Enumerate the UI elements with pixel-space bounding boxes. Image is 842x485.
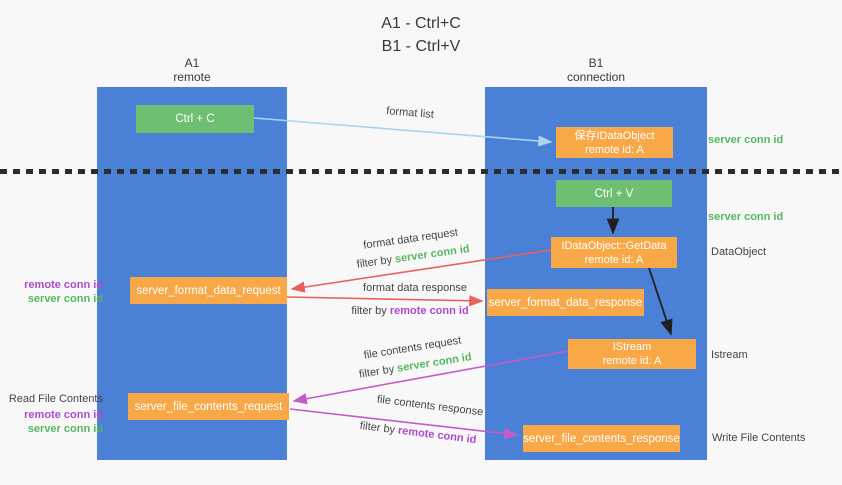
istream-annotation: Istream	[711, 349, 748, 361]
server-file-contents-request-label: server_file_contents_request	[134, 400, 283, 413]
title-line-2: B1 - Ctrl+V	[381, 38, 461, 55]
file-contents-response-filter: filter by remote conn id	[348, 419, 489, 449]
phase-separator-dotted-line	[0, 169, 842, 174]
diagram-title: A1 - Ctrl+C B1 - Ctrl+V	[0, 12, 842, 58]
server-format-data-response-node: server_format_data_response	[487, 289, 644, 316]
write-file-contents-annotation: Write File Contents	[712, 432, 806, 444]
ctrl-c-node: Ctrl + C	[136, 105, 254, 133]
remote-conn-id-key: remote conn id	[389, 305, 469, 317]
getdata-line2: remote id: A	[584, 253, 644, 266]
read-file-contents-annotation: Read File Contents	[8, 393, 103, 405]
column-header-b1: B1 connection	[485, 56, 707, 84]
format-data-response-label: format data response	[363, 282, 467, 294]
dataobject-annotation: DataObject	[711, 246, 767, 258]
format-list-label: format list	[385, 105, 435, 121]
column-b1-subtitle: connection	[566, 70, 626, 84]
save-idataobject-line2: remote id: A	[585, 143, 644, 156]
filter-by-text: filter by	[351, 305, 390, 317]
getdata-line1: IDataObject::GetData	[561, 239, 667, 252]
server-conn-id-annotation-top: server conn id	[708, 134, 784, 146]
server-conn-id-annotation-1: server conn id	[27, 293, 103, 305]
remote-conn-id-annotation-2: remote conn id	[24, 409, 103, 421]
idataobject-getdata-node: IDataObject::GetData remote id: A	[551, 237, 677, 268]
istream-node: IStream remote id: A	[568, 339, 696, 369]
ctrl-v-label: Ctrl + V	[594, 187, 634, 200]
format-data-response-filter: filter by remote conn id	[335, 305, 485, 318]
column-a1-subtitle: remote	[173, 70, 211, 84]
remote-conn-id-annotation-1: remote conn id	[24, 279, 103, 291]
column-header-a1: A1 remote	[97, 56, 287, 84]
server-conn-id-annotation-2: server conn id	[27, 423, 103, 435]
istream-line2: remote id: A	[602, 355, 662, 367]
arrow-format-data-response	[286, 295, 484, 307]
filter-by-text: filter by	[358, 362, 399, 381]
remote-conn-id-key: remote conn id	[397, 424, 478, 447]
server-format-data-request-label: server_format_data_request	[136, 284, 281, 297]
save-idataobject-node: 保存IDataObject remote id: A	[556, 127, 673, 158]
save-idataobject-line1: 保存IDataObject	[574, 129, 655, 142]
filter-by-text: filter by	[356, 253, 396, 271]
ctrl-c-label: Ctrl + C	[175, 113, 215, 125]
server-format-data-response-label: server_format_data_response	[488, 296, 643, 309]
server-conn-id-annotation-mid: server conn id	[708, 211, 784, 223]
format-data-request-label: format data request filter by server con…	[332, 222, 493, 275]
title-line-1: A1 - Ctrl+C	[381, 15, 461, 32]
server-file-contents-request-node: server_file_contents_request	[128, 393, 289, 420]
server-format-data-request-node: server_format_data_request	[130, 277, 287, 304]
column-b1-name: B1	[588, 56, 604, 70]
file-contents-response-label: file contents response	[376, 393, 484, 419]
filter-by-text: filter by	[359, 419, 399, 437]
istream-line1: IStream	[612, 341, 652, 353]
file-contents-request-label: file contents request filter by server c…	[337, 330, 492, 384]
server-file-contents-response-node: server_file_contents_response	[523, 425, 680, 452]
server-file-contents-response-label: server_file_contents_response	[523, 432, 680, 445]
ctrl-v-node: Ctrl + V	[556, 180, 672, 207]
column-a1-name: A1	[184, 56, 200, 70]
